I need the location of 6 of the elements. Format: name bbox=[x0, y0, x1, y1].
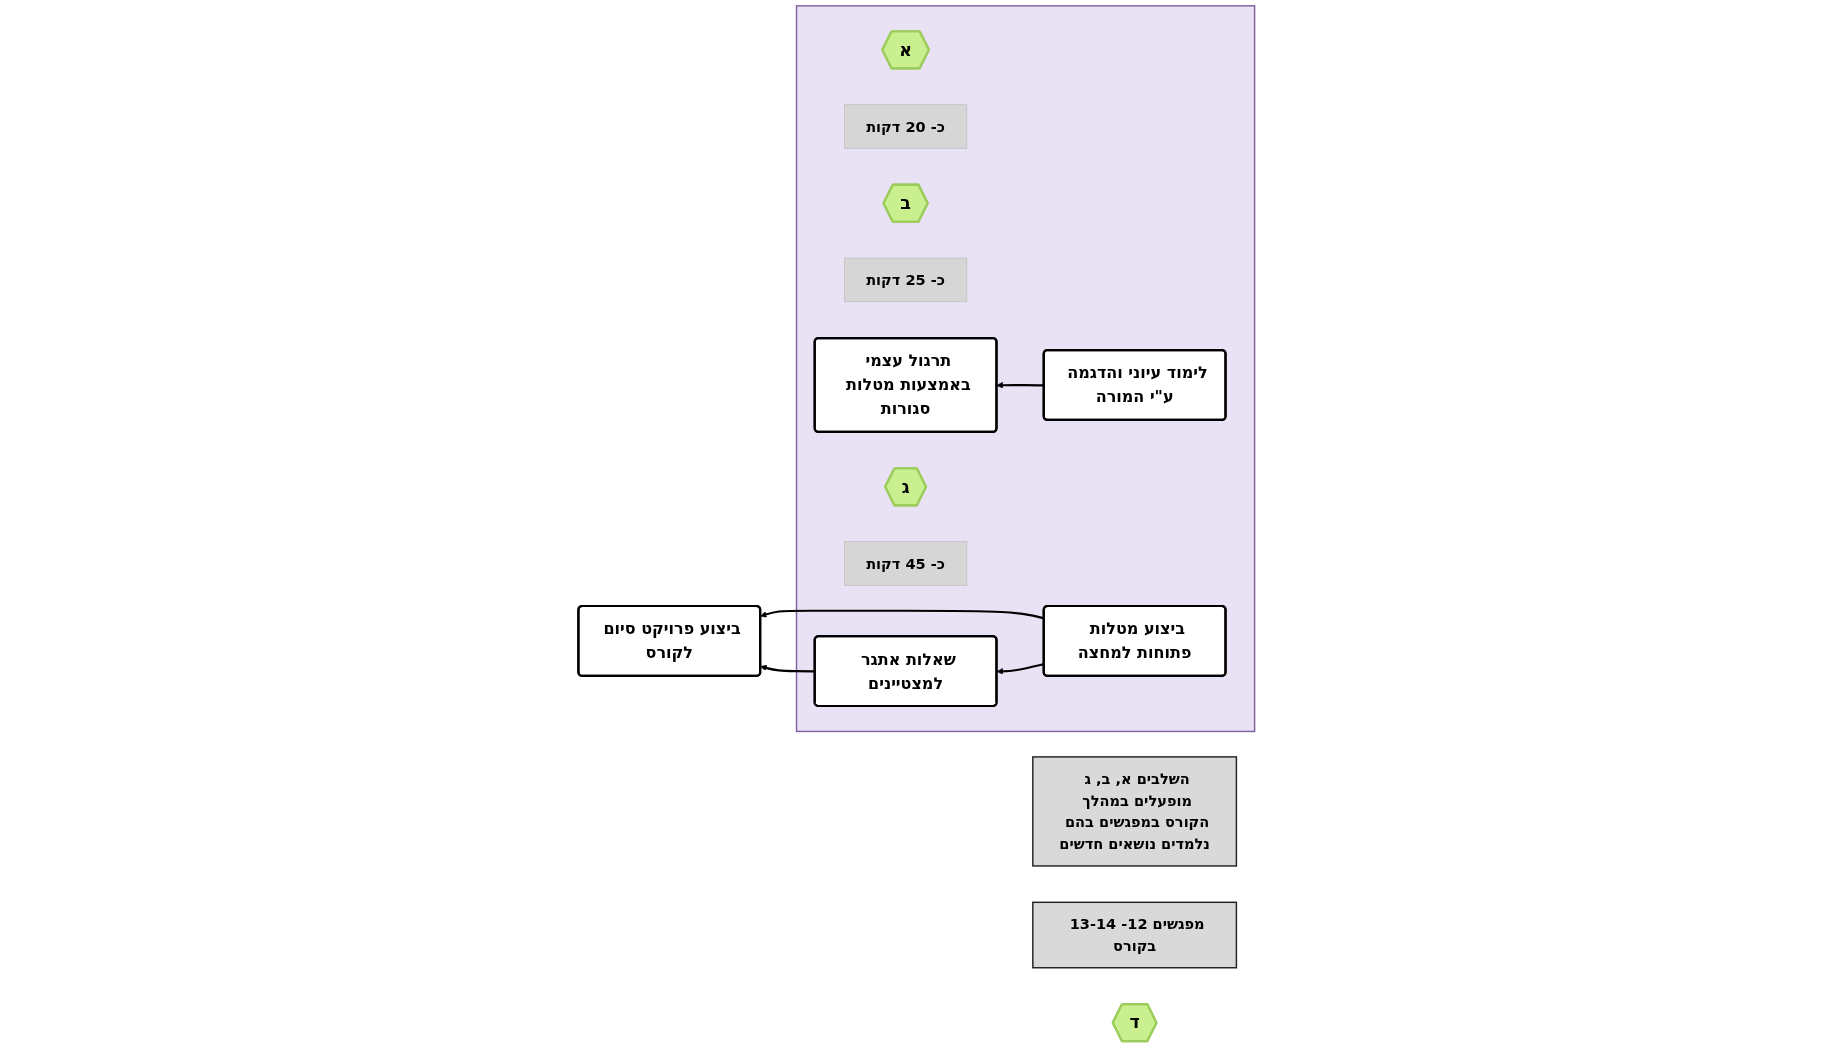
node-box: כ- 45 דקות bbox=[844, 541, 968, 586]
node-box: השלבים א, ב, ג מופעלים במהלך הקורס במפגשים בהם נלמדים נושאים חדשים bbox=[1032, 756, 1238, 867]
node-box: כ- 25 דקות bbox=[844, 257, 968, 303]
node-box: כ- 20 דקות bbox=[844, 104, 968, 149]
cluster bbox=[795, 5, 1256, 733]
node-box: מפגשים 12- 13-14 בקורס bbox=[1032, 901, 1238, 969]
